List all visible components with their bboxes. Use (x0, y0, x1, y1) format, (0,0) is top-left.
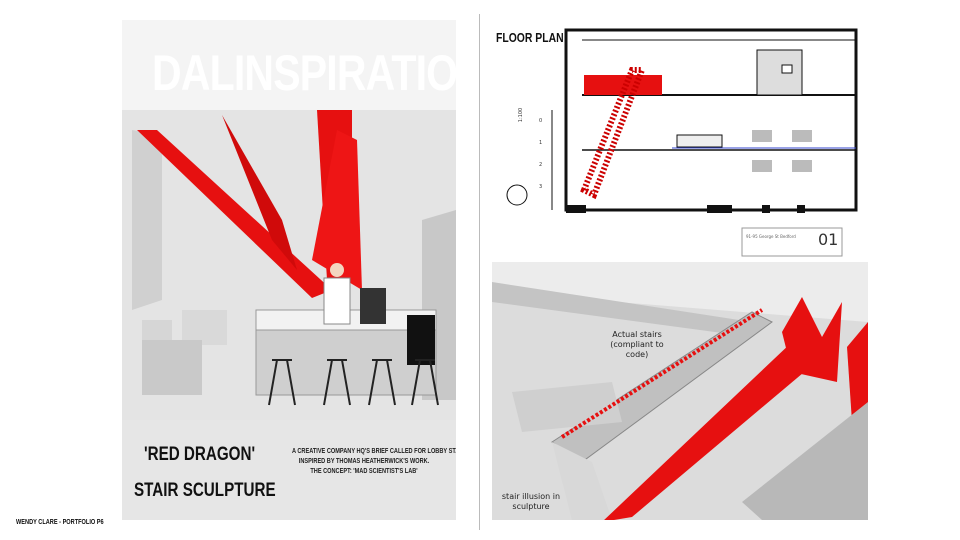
sheet-number: 01 (818, 230, 839, 249)
page-title: DALINSPIRATION (152, 45, 456, 101)
description-line: A CREATIVE COMPANY HQ'S BRIEF CALLED FOR… (292, 448, 456, 455)
stair-render-illustration (492, 262, 868, 520)
divider (479, 14, 480, 530)
project-description: A CREATIVE COMPANY HQ'S BRIEF CALLED FOR… (274, 447, 456, 477)
footer-credit: WENDY CLARE - PORTFOLIO P6 (16, 519, 104, 526)
heading-stair-sculpture: STAIR SCULPTURE (134, 480, 276, 501)
floor-plan-panel: FLOOR PLAN 0 1 2 3 1:100 91-95 George St… (492, 20, 868, 260)
annotation-stair-illusion: stair illusion in sculpture (501, 492, 561, 511)
scale-tick: 3 (539, 184, 543, 190)
scale-tick: 1 (539, 140, 543, 146)
concept-render-panel: DALINSPIRATION 'RED DRAGON' STAIR SCULPT… (122, 20, 456, 520)
scale-label: 1:100 (518, 107, 525, 123)
annotation-actual-stairs: Actual stairs (compliant to code) (610, 330, 664, 359)
heading-red-dragon: 'RED DRAGON' (144, 444, 256, 465)
floor-plan-drawing (506, 28, 858, 257)
floor-plan-title: FLOOR PLAN (496, 30, 564, 45)
sheet-title: 91-95 George St Bedford (746, 234, 796, 239)
cafe-stair-render-illustration (122, 20, 456, 520)
scale-bar: 0 1 2 3 (539, 110, 542, 198)
scale-tick: 2 (539, 162, 543, 168)
stair-render-panel: Actual stairs (compliant to code) stair … (492, 262, 868, 520)
description-line: INSPIRED BY THOMAS HEATHERWICK'S WORK. (298, 458, 430, 465)
description-line: THE CONCEPT: 'MAD SCIENTIST'S LAB' (310, 468, 418, 475)
scale-tick: 0 (539, 118, 543, 124)
